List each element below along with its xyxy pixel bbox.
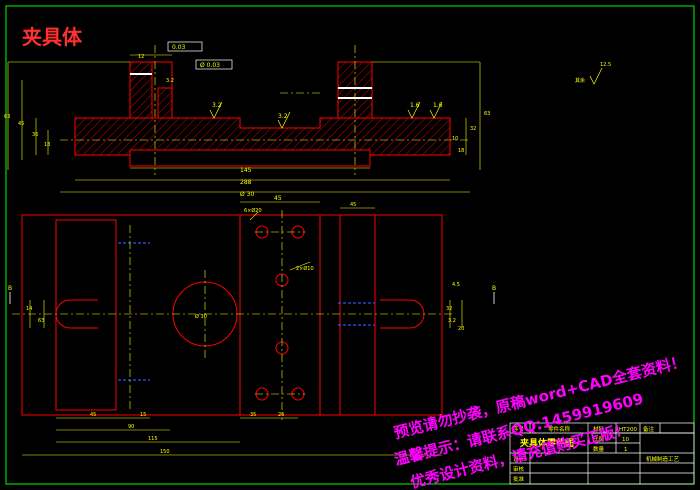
plan-left-block <box>55 219 117 411</box>
plan-dim-20: 20 <box>458 326 464 332</box>
tb-scale-value: 10 <box>622 437 629 443</box>
tb-qty-label: 数量 <box>593 445 605 453</box>
tb-remark-label: 备注 <box>643 425 655 433</box>
plan-dim-63: 63 <box>38 318 44 324</box>
tb-qty-value: 1 <box>624 447 628 453</box>
front-section-view <box>74 61 451 167</box>
tb-part-name-label: 零件名称 <box>548 425 571 433</box>
drawing-border <box>5 5 695 485</box>
plan-dim-90: 90 <box>128 424 134 430</box>
dim-18-left: 18 <box>44 142 50 148</box>
front-outline <box>74 61 451 167</box>
plan-dim-26: 26 <box>278 412 284 418</box>
plan-dim-150: 150 <box>160 449 170 455</box>
dim-rough-3: 1.6 <box>410 102 420 109</box>
front-centerlines <box>60 45 470 175</box>
plan-dim-2xd10: 2×Ø10 <box>296 265 314 272</box>
plan-dim-4-5: 4.5 <box>452 282 460 288</box>
section-markers <box>9 292 495 304</box>
tolerance-2: Ø 0.03 <box>200 62 220 69</box>
front-dimension-text: 12 3.2 3.2 1.6 1.6 3.2 145 288 Ø 30 63 4… <box>4 54 611 198</box>
drawing-title: 夹具体 <box>22 25 83 49</box>
left-boss-hatch <box>129 61 153 119</box>
plan-outline <box>21 214 443 416</box>
roughness-label: 其余 <box>575 77 585 84</box>
plan-dim-45-bottom: 45 <box>90 412 96 418</box>
tb-seq-label: 序号 <box>513 425 525 433</box>
dim-288: 288 <box>240 179 252 186</box>
section-marker-right: B <box>492 285 496 292</box>
plan-centerlines <box>12 210 455 420</box>
dim-10-right: 10 <box>452 136 458 142</box>
dim-12: 12 <box>138 54 144 60</box>
title-block-text: 序号 零件名称 材料 HT200 备注 夹具体零件图 比例 10 数量 1 设计… <box>513 425 680 483</box>
watermark: 预览请勿抄袭，原稿word+CAD全套资料！ 温馨提示：请联系QQ:145991… <box>392 352 687 490</box>
plan-dim-15: 15 <box>140 412 146 418</box>
tb-designer-label: 设计 <box>513 455 525 463</box>
plan-dim-35: 35 <box>250 412 256 418</box>
left-inner-hatch <box>157 87 173 119</box>
front-dimension-lines <box>7 54 481 193</box>
plan-dim-45-right: 45 <box>350 202 356 208</box>
dim-36-left: 36 <box>32 132 38 138</box>
plan-dimension-lines <box>22 201 463 456</box>
dim-145: 145 <box>240 167 252 174</box>
title-block-grid <box>509 422 695 485</box>
dim-32-right: 32 <box>470 126 476 132</box>
dim-rough-4: 1.6 <box>433 102 443 109</box>
dim-d30: Ø 30 <box>240 191 254 198</box>
section-marker-left: B <box>8 285 12 292</box>
base-hatch <box>74 117 451 156</box>
plan-dim-3-2: 3.2 <box>448 318 456 324</box>
dim-rough-1: 3.2 <box>212 102 222 109</box>
tb-scale-label: 比例 <box>593 435 605 443</box>
roughness-symbols-front <box>209 67 603 129</box>
dim-rough-5: 3.2 <box>166 78 174 84</box>
plan-dimension-text: 45 6×Ø20 2×Ø10 45 14 63 32 4.5 3.2 20 45… <box>26 195 464 455</box>
dim-45-left: 45 <box>18 121 24 127</box>
tolerance-1: 0.03 <box>172 44 186 51</box>
plan-dim-d30: Ø 30 <box>195 313 207 320</box>
tb-drawing-title: 夹具体零件图 <box>520 437 574 449</box>
roughness-value: 12.5 <box>600 62 611 68</box>
base-slot <box>129 149 371 167</box>
tolerance-boxes <box>167 41 233 70</box>
plan-center-block <box>239 214 321 416</box>
plan-dim-6xd20: 6×Ø20 <box>244 207 262 214</box>
plan-dim-14: 14 <box>26 306 32 312</box>
tb-school-label: 机械制造工艺 <box>646 455 680 463</box>
plan-dim-45-top: 45 <box>274 195 282 202</box>
plan-right-block <box>339 214 376 416</box>
dim-18-right: 18 <box>458 148 464 154</box>
tb-material-label: 材料 <box>593 425 605 433</box>
plan-dim-115: 115 <box>148 436 158 442</box>
plan-view <box>21 214 443 416</box>
tb-material-value: HT200 <box>619 427 637 433</box>
hidden-lines <box>118 242 375 381</box>
dim-63-right: 63 <box>484 111 490 117</box>
dim-rough-2: 3.2 <box>278 113 288 120</box>
tb-approver-label: 批准 <box>513 475 525 483</box>
tb-checker-label: 审核 <box>513 465 525 473</box>
plan-dim-32: 32 <box>446 306 452 312</box>
dim-63-left: 63 <box>4 114 10 120</box>
